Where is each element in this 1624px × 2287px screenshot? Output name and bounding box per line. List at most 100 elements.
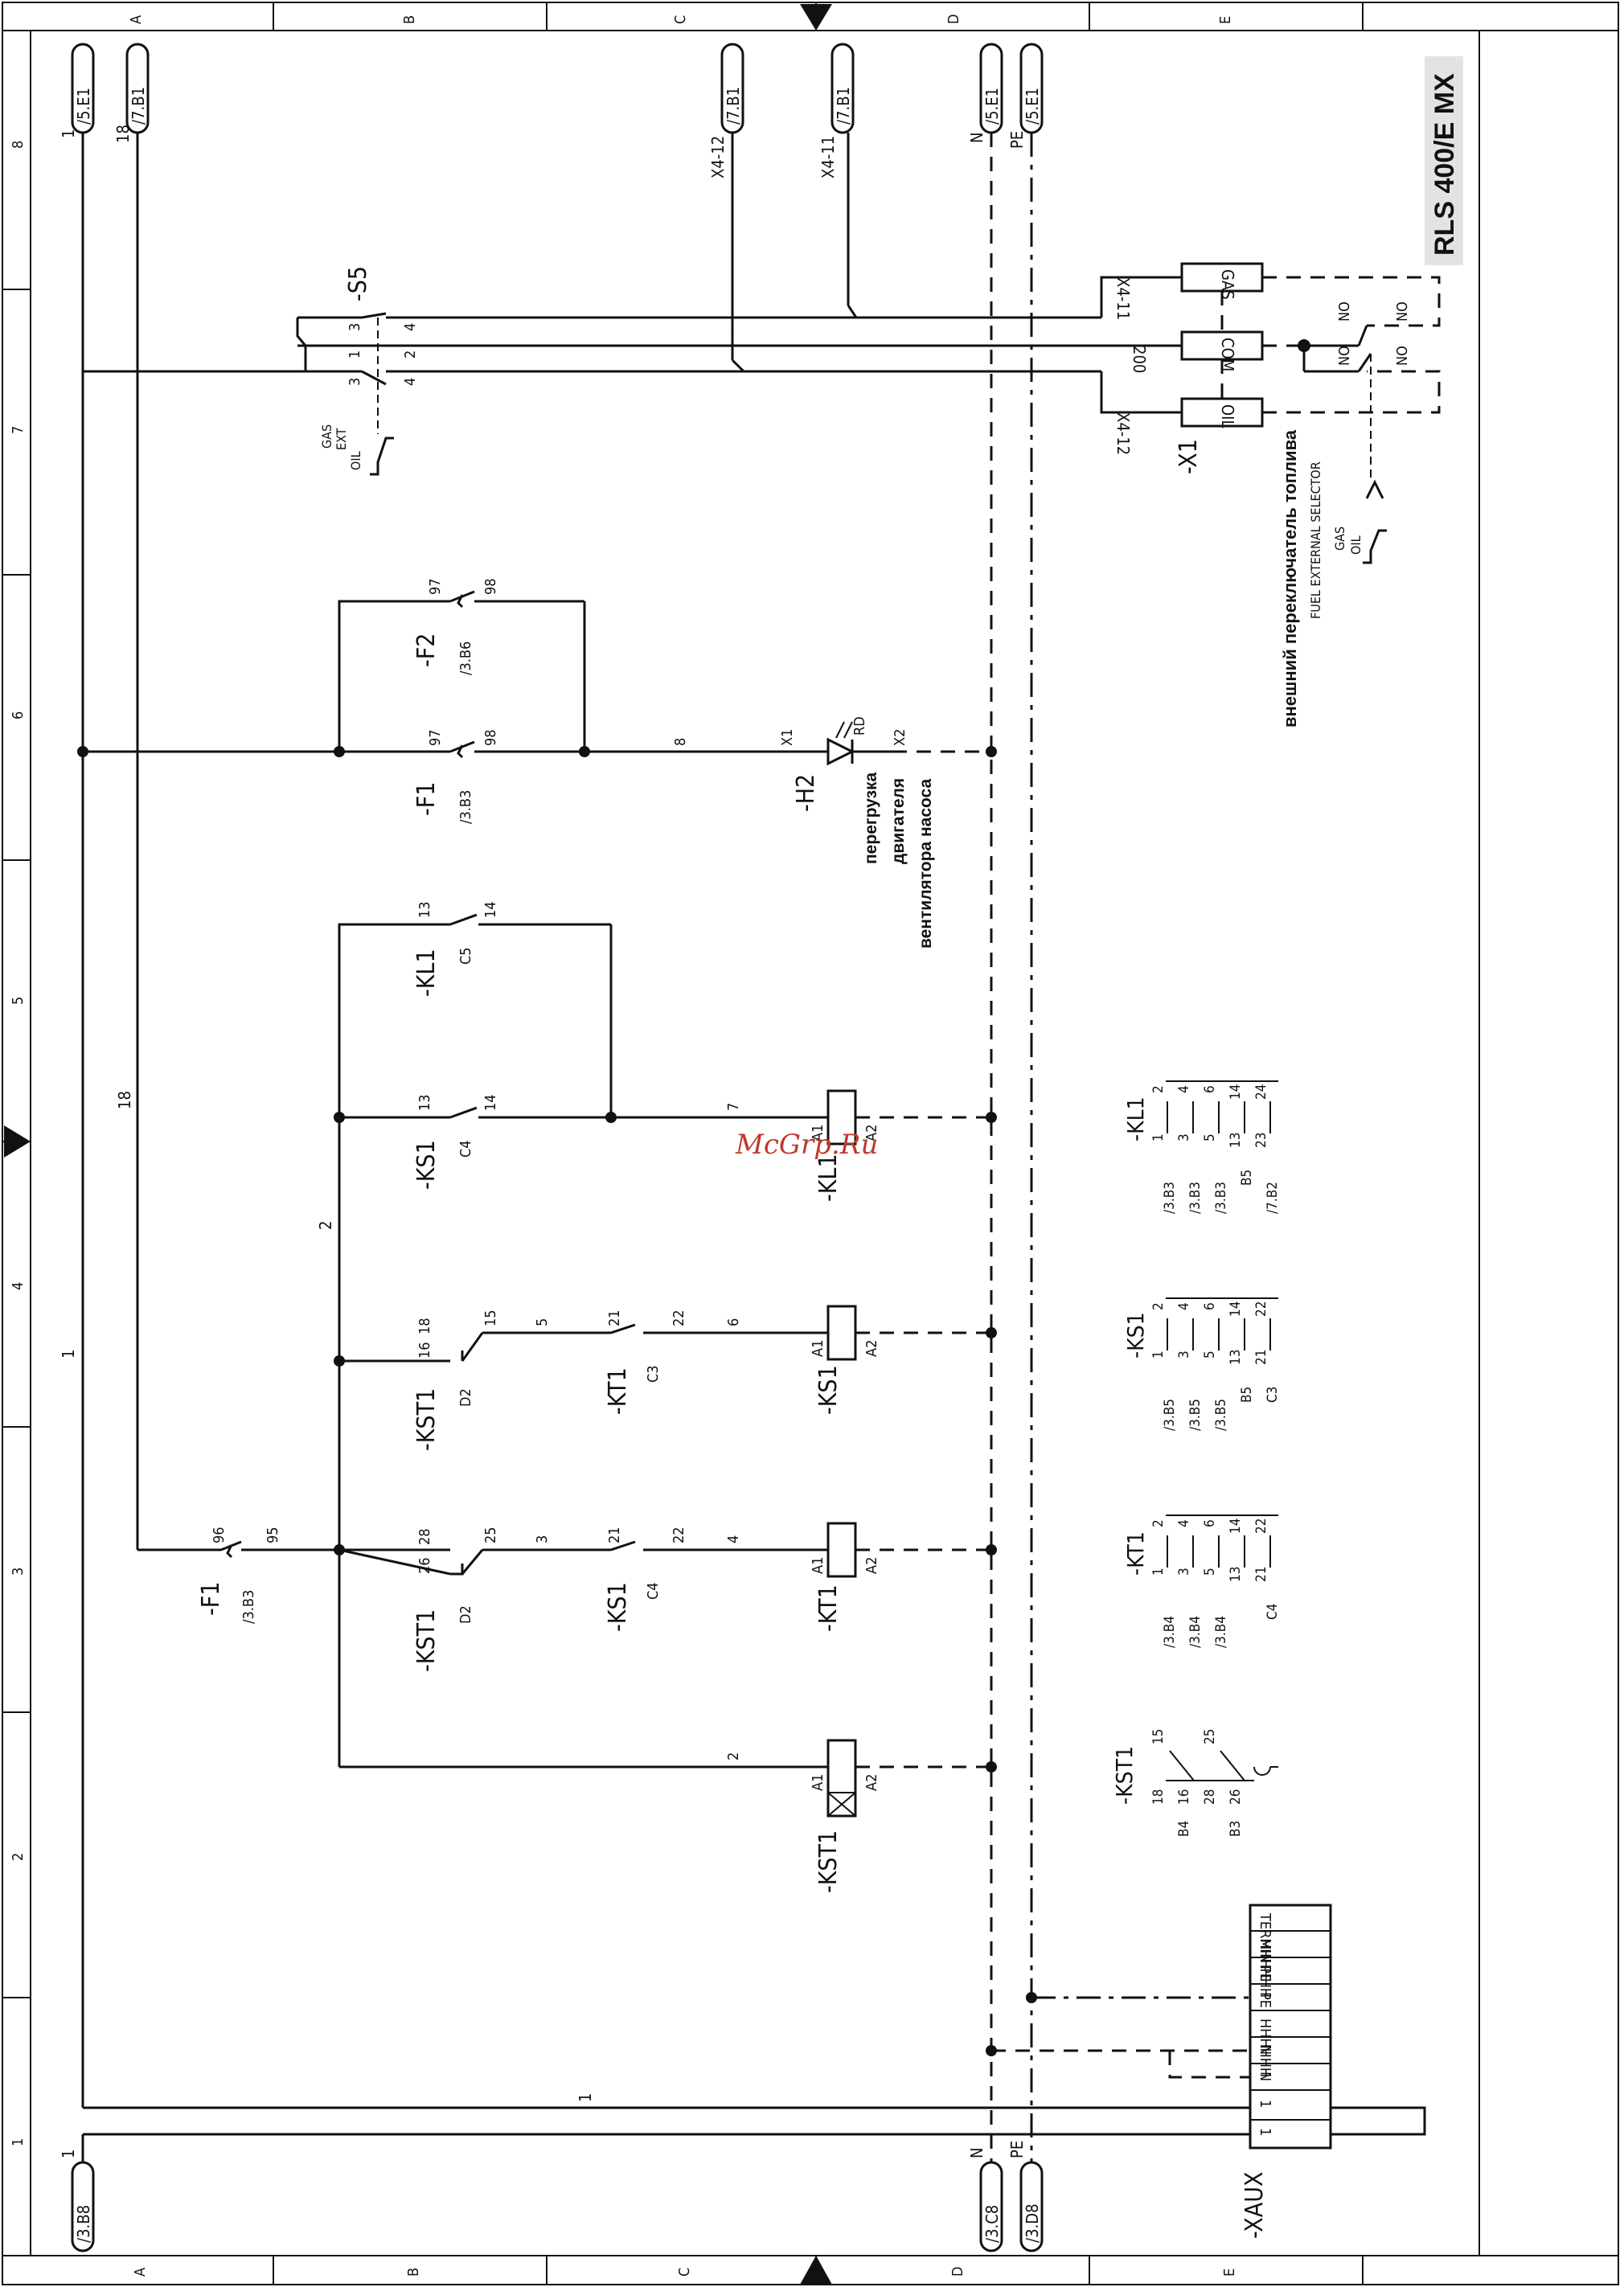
- ks1c-pin-13: 13: [416, 1094, 433, 1111]
- top-ref-n: /5.E1: [982, 88, 1002, 125]
- zone-numbers-left: 8 7 6 5 4 3 2 1: [10, 141, 27, 2146]
- table-kt1-name: -KT1: [1122, 1531, 1149, 1576]
- selector-label-ru: внешний переключатель топлива: [1280, 429, 1300, 727]
- x1-terminal-block: GAS COM OIL X4-11 200 X4-12 -X1 NO NO NO…: [731, 133, 1441, 727]
- f2-pin-97: 97: [427, 578, 444, 595]
- table-kl1-top-4: 24: [1253, 1084, 1269, 1100]
- h2-caption-1: перегрузка: [862, 772, 880, 864]
- s5-pin-1: 1: [347, 350, 363, 359]
- zone-c-bottom: C: [676, 2268, 693, 2277]
- top-ref-l18: /7.B1: [129, 87, 148, 125]
- table-kl1-ref-2: /3.B3: [1213, 1182, 1229, 1214]
- xaux-row-n-a: N: [1257, 2045, 1273, 2055]
- table-kl1-top-3: 14: [1228, 1084, 1244, 1100]
- table-kt1-ref-4: C4: [1265, 1604, 1281, 1620]
- table-kl1-ref-1: /3.B3: [1187, 1182, 1204, 1214]
- kl1-coil-name: -KL1: [814, 1154, 843, 1202]
- kst1b-ref: D2: [457, 1605, 474, 1624]
- table-kt1-bot-0: 1: [1150, 1568, 1167, 1576]
- kt1-wire-4: 4: [725, 1535, 742, 1543]
- kl1c-name: -KL1: [412, 949, 441, 997]
- table-kst1-mid-0: 16: [1176, 1789, 1192, 1805]
- ks1-wire-6: 6: [725, 1318, 742, 1326]
- zone-a-top: A: [128, 15, 145, 24]
- kst1a-name: -KST1: [412, 1388, 441, 1451]
- x1-name: -X1: [1175, 439, 1203, 474]
- xaux-row-1-a: 1: [1257, 2100, 1273, 2108]
- zone-6: 6: [10, 711, 27, 719]
- kst1-wire-2: 2: [725, 1752, 742, 1760]
- selector-no-1: NO: [1336, 301, 1353, 322]
- s5-pin-4b: 4: [402, 378, 419, 386]
- s5-pos-oil: OIL: [348, 451, 363, 470]
- kst1-coil-row: 2 A1 A2 -KST1: [339, 1739, 997, 1893]
- zone-1: 1: [10, 2138, 27, 2146]
- kt1a-ref: C3: [645, 1365, 662, 1383]
- kst1-a2: A2: [863, 1774, 880, 1791]
- wire-2-label: 2: [316, 1221, 335, 1230]
- zone-e-bottom: E: [1221, 2269, 1238, 2277]
- kst1b-pin-25: 25: [482, 1527, 499, 1543]
- xaux-row-pe-b: PE: [1257, 1992, 1273, 2008]
- zone-5: 5: [10, 997, 27, 1005]
- table-ks1-ref-2: /3.B5: [1213, 1399, 1229, 1431]
- ks1c-pin-14: 14: [482, 1094, 499, 1111]
- kst1a-ref: D2: [457, 1388, 474, 1407]
- table-kl1-ref-3: B5: [1239, 1170, 1255, 1186]
- table-ks1-top-0: 2: [1150, 1302, 1167, 1310]
- table-kl1-bot-3: 13: [1228, 1133, 1244, 1148]
- table-kl1-bot-2: 5: [1202, 1133, 1218, 1141]
- table-kt1-top-2: 6: [1202, 1519, 1218, 1527]
- center-marker-top: [800, 4, 832, 31]
- table-kt1-bot-1: 3: [1176, 1568, 1192, 1576]
- table-kl1-bot-0: 1: [1150, 1133, 1167, 1141]
- table-kt1-top-1: 4: [1176, 1519, 1192, 1527]
- table-kl1-bot-4: 23: [1253, 1133, 1269, 1148]
- kst1-a1: A1: [810, 1774, 826, 1791]
- f1l-name: -F1: [197, 1582, 225, 1616]
- wire-1-label-a: 1: [59, 1350, 78, 1359]
- table-ks1-top-2: 6: [1202, 1302, 1218, 1310]
- kt1a-pin-22: 22: [671, 1309, 687, 1326]
- h2-x2: X2: [892, 729, 908, 746]
- zone-d-bottom: D: [949, 2267, 966, 2277]
- f2-ref: /3.B6: [457, 641, 474, 675]
- selector-no-4: NO: [1394, 346, 1411, 366]
- ks1b-pin-21: 21: [606, 1527, 623, 1543]
- kst1-coil-name: -KST1: [814, 1830, 843, 1893]
- watermark: McGrp.Ru: [735, 1129, 878, 1161]
- xaux-header: TERMIN: [1257, 1912, 1273, 1963]
- table-ks1-ref-0: /3.B5: [1162, 1399, 1178, 1431]
- f1l-ref: /3.B3: [240, 1590, 257, 1624]
- selector-no-2: NO: [1394, 301, 1411, 322]
- table-kt1-ref-2: /3.B4: [1213, 1616, 1229, 1648]
- h2-caption-3: вентилятора насоса: [917, 779, 935, 949]
- table-kt1-bot-4: 21: [1253, 1567, 1269, 1582]
- table-kt1-ref-1: /3.B4: [1187, 1616, 1204, 1648]
- top-ref-l1: /5.E1: [74, 88, 93, 125]
- table-kl1-top-0: 2: [1150, 1085, 1167, 1093]
- top-ref-pe: /5.E1: [1023, 88, 1042, 125]
- top-references: /5.E1 1 /7.B1 18 /7.B1 X4-12 /7.B1 X4-11…: [59, 43, 1044, 178]
- top-wire-n: N: [967, 133, 986, 143]
- table-kt1-top-3: 14: [1228, 1519, 1244, 1534]
- table-kl1-top-2: 6: [1202, 1085, 1218, 1093]
- kst1a-pin-18: 18: [416, 1318, 433, 1334]
- bottom-ref-n: /3.C8: [982, 2205, 1002, 2243]
- table-ks1-ref-3: B5: [1239, 1387, 1255, 1403]
- table-kt1-bot-2: 5: [1202, 1568, 1218, 1576]
- table-kst1-mid-1: 26: [1228, 1789, 1244, 1805]
- table-kt1-top-4: 22: [1253, 1519, 1269, 1534]
- bottom-ref-l1: /3.B8: [74, 2205, 93, 2243]
- ks1-a1: A1: [810, 1340, 826, 1357]
- zone-2: 2: [10, 1853, 27, 1861]
- kst1b-pin-28: 28: [416, 1528, 433, 1545]
- table-kt1-top-0: 2: [1150, 1519, 1167, 1527]
- f1u-pin-97: 97: [427, 729, 444, 746]
- zone-d-top: D: [945, 14, 962, 24]
- kl1-a2: A2: [863, 1125, 880, 1141]
- table-kst1-bot-0: 18: [1150, 1789, 1167, 1805]
- kst1a-pin-16: 16: [416, 1342, 433, 1359]
- table-ks1-bot-0: 1: [1150, 1350, 1167, 1359]
- drawing-title: RLS 400/E MX: [1429, 73, 1460, 256]
